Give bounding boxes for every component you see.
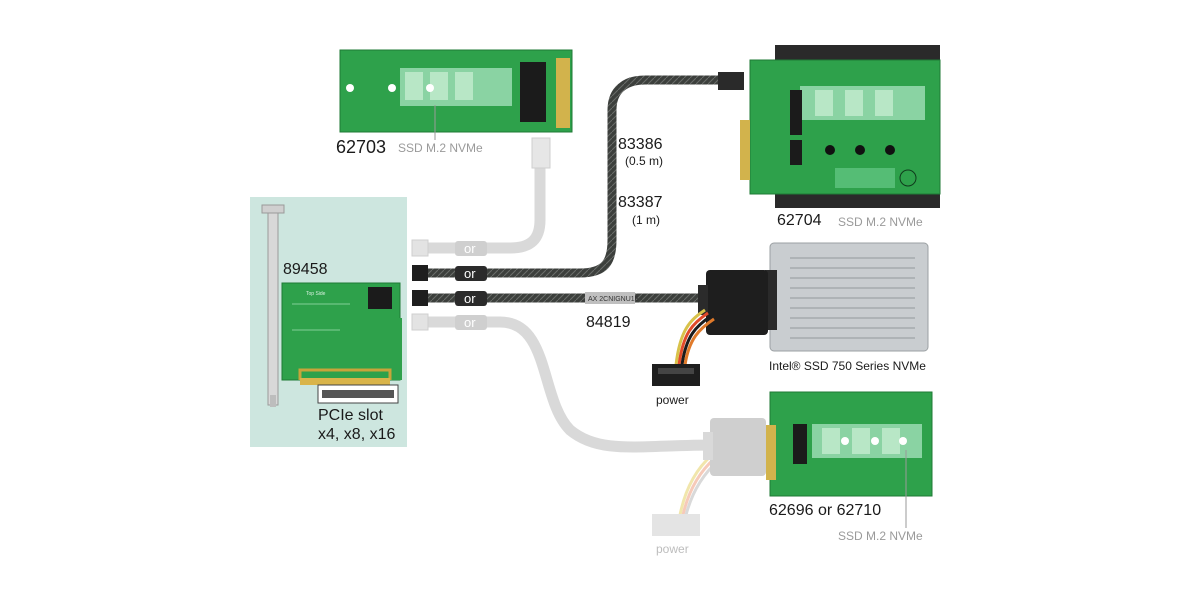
cable-connector-62703 xyxy=(531,137,551,169)
model-84819: 84819 xyxy=(586,314,631,331)
model-62704: 62704 xyxy=(777,212,822,229)
or-pill-1 xyxy=(455,241,487,256)
cable-plugs xyxy=(411,239,429,331)
cable-to-62703 xyxy=(414,154,546,254)
cable-to-62696 xyxy=(414,316,721,453)
u2-connector-ghost xyxy=(703,418,766,476)
model-62696-62710: 62696 or 62710 xyxy=(769,502,882,519)
model-83386: 83386 xyxy=(618,136,663,153)
adapter-62703 xyxy=(339,49,573,133)
model-83387: 83387 xyxy=(618,194,663,211)
pcie-bracket xyxy=(261,204,285,407)
cable-connector-62704 xyxy=(718,72,744,90)
or-label-1: or xyxy=(464,241,476,256)
pcie-slot-label: PCIe slot xyxy=(318,407,383,424)
model-89458: 89458 xyxy=(283,261,328,278)
adapter-62704 xyxy=(740,45,941,208)
desc-intel-ssd: Intel® SSD 750 Series NVMe xyxy=(769,359,926,373)
board-text: Top Side xyxy=(306,291,326,297)
pcie-slot-pins xyxy=(322,390,394,398)
or-pill-4 xyxy=(455,315,487,330)
u2-connector xyxy=(698,270,768,335)
pcie-adapter-board xyxy=(281,282,402,385)
cable-84819-label-band xyxy=(585,292,635,304)
power-cable-ghost xyxy=(652,453,719,536)
or-label-3: or xyxy=(464,291,476,306)
length-83386: (0.5 m) xyxy=(625,154,664,168)
power-label-ghost: power xyxy=(656,542,689,556)
or-label-2: or xyxy=(464,266,476,281)
cable-print: AX 2CNIGNU15 xyxy=(588,296,639,303)
or-label-4: or xyxy=(464,315,476,330)
intel-ssd-750 xyxy=(765,242,929,352)
model-62703: 62703 xyxy=(336,137,387,157)
or-pill-3 xyxy=(455,291,487,306)
or-pill-2 xyxy=(455,266,487,281)
desc-62703: SSD M.2 NVMe xyxy=(398,141,483,155)
adapter-62696 xyxy=(766,391,933,497)
cable-83386 xyxy=(420,75,730,278)
length-83387: (1 m) xyxy=(632,213,660,227)
desc-62696: SSD M.2 NVMe xyxy=(838,529,923,543)
desc-62704: SSD M.2 NVMe xyxy=(838,215,923,229)
pcie-lanes-label: x4, x8, x16 xyxy=(318,426,396,443)
sff-port xyxy=(368,287,392,309)
power-cable xyxy=(652,308,715,386)
power-label: power xyxy=(656,393,689,407)
